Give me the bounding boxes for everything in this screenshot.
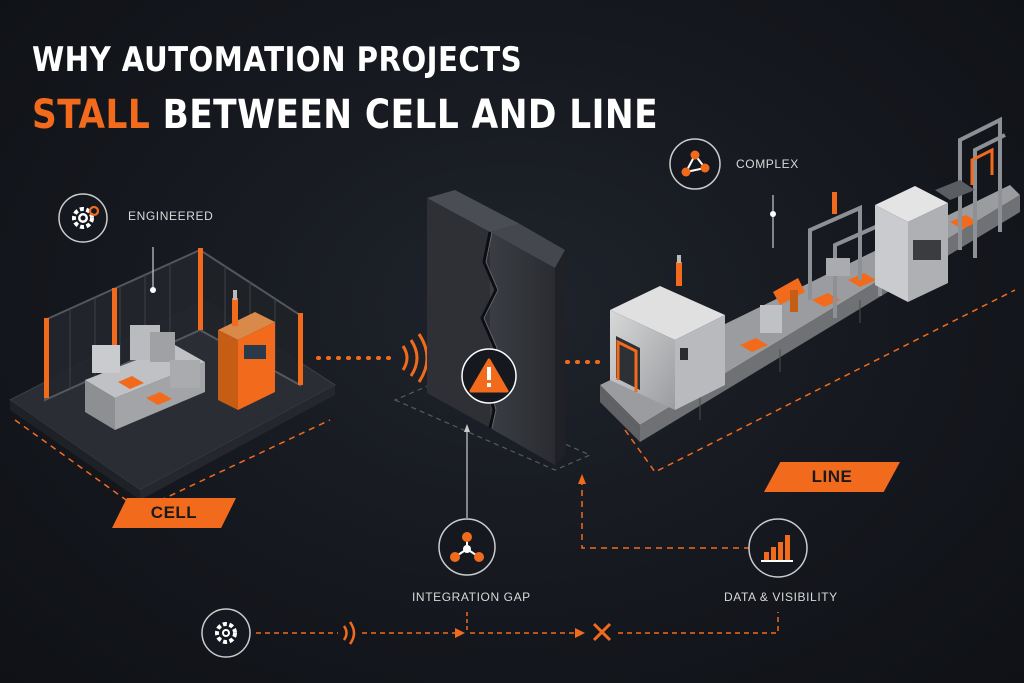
data-visibility-label: DATA & VISIBILITY	[724, 590, 838, 604]
gear-icon	[215, 622, 237, 644]
x-icon	[592, 622, 612, 642]
complex-callout	[669, 138, 776, 248]
data-visibility-callout	[578, 474, 808, 578]
engineered-callout	[58, 193, 156, 293]
title-line-1: WHY AUTOMATION PROJECTS	[32, 40, 523, 80]
production-line	[600, 116, 1020, 473]
title-line-2: STALL BETWEEN CELL AND LINE	[32, 92, 658, 138]
complex-label: COMPLEX	[736, 157, 799, 171]
network-icon	[681, 150, 710, 177]
integration-gap-label: INTEGRATION GAP	[412, 590, 531, 604]
bar-chart-icon	[761, 535, 793, 562]
title-rest: BETWEEN CELL AND LINE	[162, 92, 659, 138]
network-icon	[450, 532, 484, 562]
title-accent-word: STALL	[32, 92, 151, 138]
cell-station	[9, 248, 336, 511]
integration-wall	[393, 190, 592, 471]
bottom-flow	[201, 608, 779, 658]
integration-gap-callout	[438, 424, 496, 576]
engineered-label: ENGINEERED	[128, 209, 214, 223]
line-tag: LINE	[764, 462, 900, 492]
gear-icon	[72, 205, 100, 229]
cell-tag: CELL	[112, 498, 236, 528]
warning-icon	[469, 358, 509, 393]
signal-cell-to-gap	[316, 333, 429, 383]
